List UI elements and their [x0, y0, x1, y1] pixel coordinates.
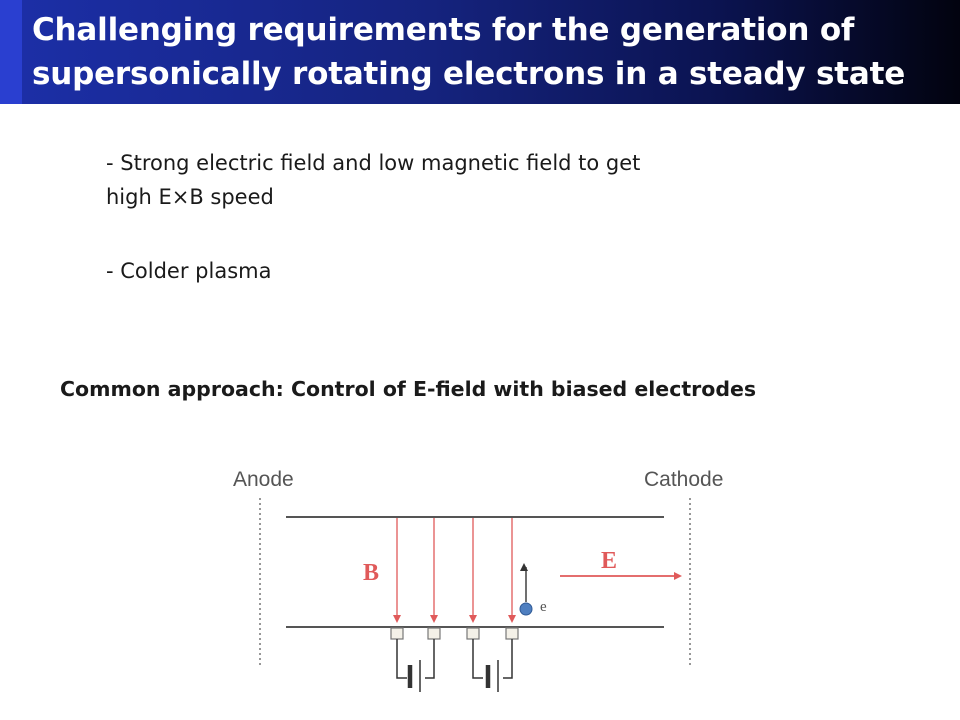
bias-battery-2: [472, 639, 513, 692]
title-accent-stripe: [0, 0, 22, 104]
slide-title: Challenging requirements for the generat…: [32, 8, 952, 96]
cathode-label: Cathode: [644, 468, 723, 491]
electrode-1: [390, 627, 404, 640]
bullet-strong-field: - Strong electric field and low magnetic…: [106, 146, 640, 214]
electrode-3: [466, 627, 480, 640]
electrode-2: [427, 627, 441, 640]
approach-heading: Common approach: Control of E-field with…: [60, 377, 757, 401]
bullet-2-line-1: - Colder plasma: [106, 259, 272, 283]
electron-dot: [519, 602, 533, 616]
e-field-label: E: [601, 548, 617, 574]
bullet-1-line-1: - Strong electric field and low magnetic…: [106, 151, 641, 175]
bullet-1-line-2: high E×B speed: [106, 185, 274, 209]
slide-title-line-2: supersonically rotating electrons in a s…: [32, 56, 906, 92]
biased-electrodes-diagram: Anode Cathode B E e: [233, 468, 723, 692]
b-field-label: B: [363, 560, 379, 586]
bias-battery-1: [396, 639, 435, 692]
bullet-colder-plasma: - Colder plasma: [106, 254, 271, 288]
title-bar: Challenging requirements for the generat…: [0, 0, 960, 104]
electrode-4: [505, 627, 519, 640]
slide-title-line-1: Challenging requirements for the generat…: [32, 12, 855, 48]
anode-label: Anode: [233, 468, 294, 491]
electron-label: e: [540, 599, 547, 615]
